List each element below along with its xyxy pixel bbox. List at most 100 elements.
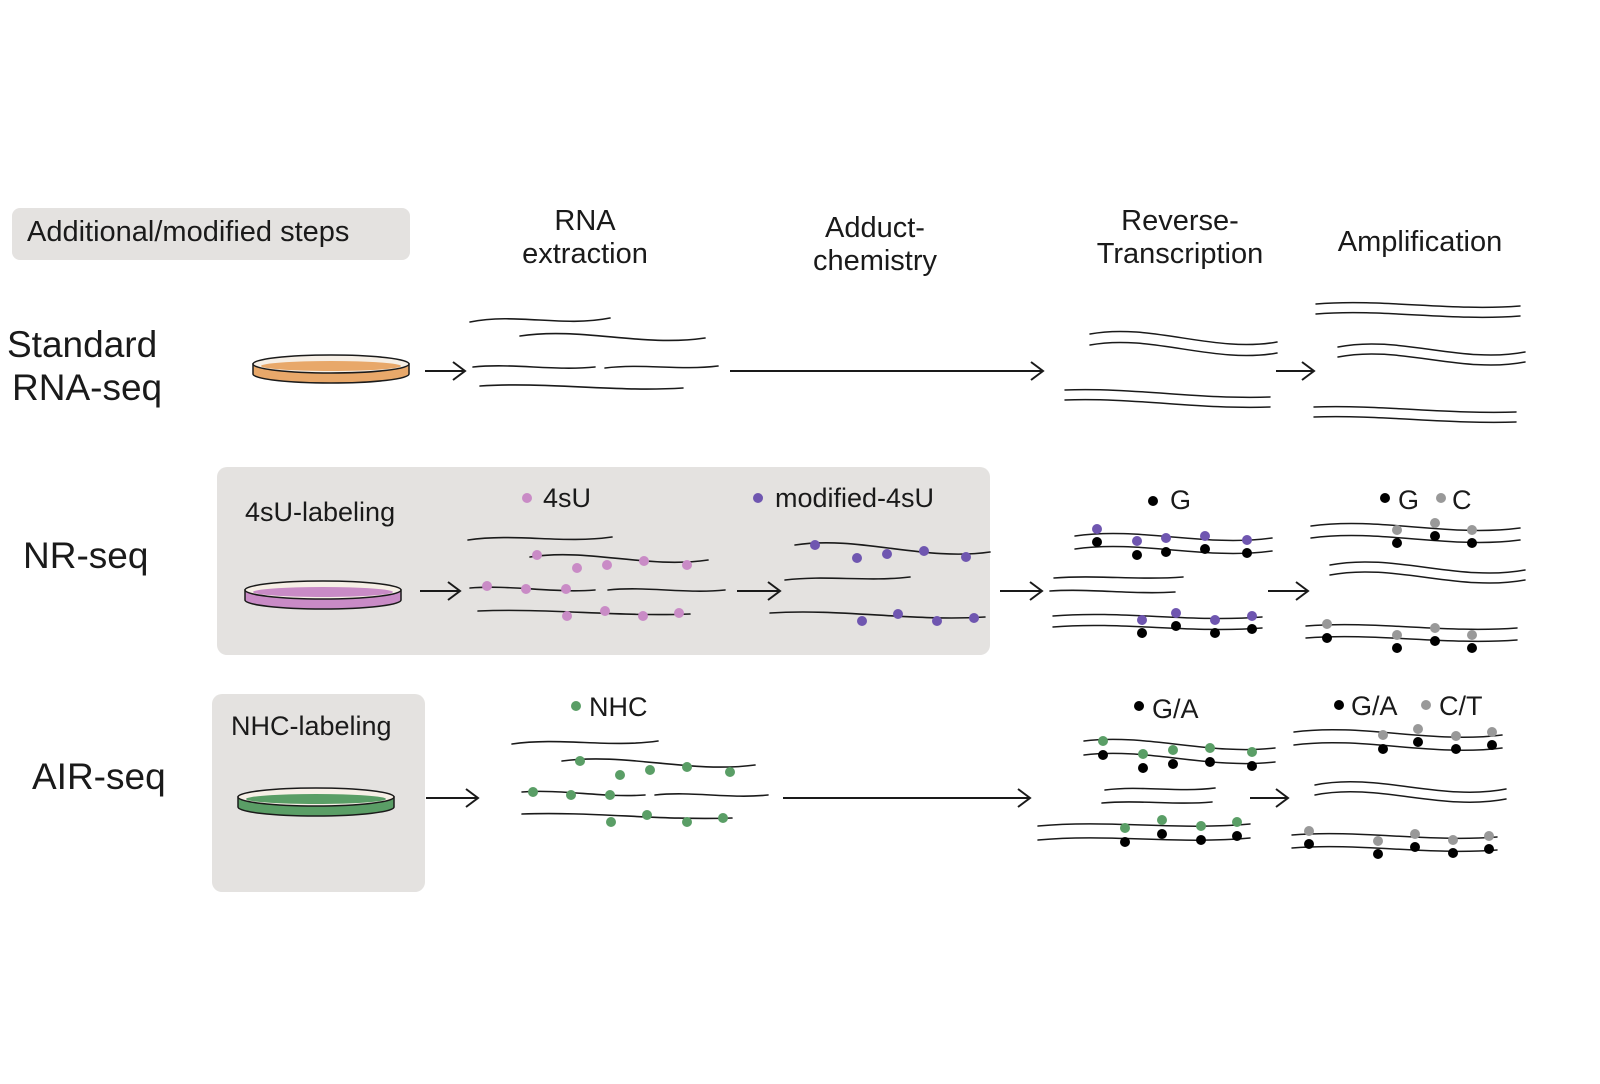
rna-strand <box>521 812 733 820</box>
four-su-dot <box>639 556 649 566</box>
rna-strand <box>654 793 769 797</box>
rna-strand <box>1037 837 1251 841</box>
rna-strand <box>1315 311 1521 319</box>
rna-strand <box>1052 624 1263 631</box>
nhc-dot <box>1232 817 1242 827</box>
rna-strand <box>607 588 726 592</box>
modified-4su-dot <box>852 553 862 563</box>
g-dot <box>1430 636 1440 646</box>
step-header-adduct-chemistry: Adduct- chemistry <box>800 212 950 279</box>
row-label-line1: Standard <box>7 324 158 365</box>
c-dot <box>1430 518 1440 528</box>
ct-dot <box>1487 727 1497 737</box>
rna-strand <box>1310 522 1521 532</box>
nhc-dot <box>566 790 576 800</box>
four-su-dot <box>638 611 648 621</box>
c-dot <box>1392 630 1402 640</box>
nhc-dot <box>718 813 728 823</box>
modified-4su-dot <box>1171 608 1181 618</box>
ga-dot <box>1120 837 1130 847</box>
c-dot <box>1392 525 1402 535</box>
legend-4su-label: 4sU <box>543 483 592 513</box>
nhc-dot <box>528 787 538 797</box>
arrow-head <box>1029 581 1044 601</box>
rna-strand <box>1313 415 1517 424</box>
step-header-amplification: Amplification <box>1325 226 1515 259</box>
ga-dot <box>1378 744 1388 754</box>
legend-nr-amp-c-label: C <box>1452 485 1472 515</box>
rna-strand <box>1337 353 1526 366</box>
modified-4su-dot <box>1137 615 1147 625</box>
rna-strand <box>1037 823 1251 827</box>
nhc-dot <box>642 810 652 820</box>
legend-nr-rt-label: G <box>1170 485 1192 515</box>
rna-strand <box>467 536 613 541</box>
rna-strand <box>1064 398 1271 409</box>
nhc-dot <box>605 790 615 800</box>
g-dot <box>1137 628 1147 638</box>
rna-strand <box>1315 301 1521 309</box>
g-dot <box>1392 643 1402 653</box>
row-label-line2: RNA-seq <box>12 366 163 408</box>
rna-strand <box>1310 534 1521 544</box>
legend-amp-ct-dot <box>1421 700 1431 710</box>
ga-dot <box>1196 835 1206 845</box>
c-dot <box>1467 630 1477 640</box>
row-label-air-seq: AIR-seq <box>32 756 166 797</box>
legend-4su-dot <box>522 493 532 503</box>
legend-nhc-dot <box>571 701 581 711</box>
legend-air-rt-label: G/A <box>1152 694 1199 724</box>
rna-strand <box>561 758 756 768</box>
process-arrows <box>420 361 1316 808</box>
arrow-head <box>1295 581 1310 601</box>
four-su-dot <box>521 584 531 594</box>
four-su-dot <box>674 608 684 618</box>
nhc-dot <box>615 770 625 780</box>
legend-amp-g-dot <box>1380 493 1390 503</box>
legend-modified-4su-label: modified-4sU <box>775 483 935 513</box>
modified-4su-dot <box>1247 611 1257 621</box>
nhc-dot <box>1157 815 1167 825</box>
culture-dishes <box>237 354 410 817</box>
legend-air-amp-ct-label: C/T <box>1439 691 1483 721</box>
arrow-head <box>1030 361 1045 381</box>
rna-strand <box>1104 787 1216 791</box>
nhc-dot <box>1196 821 1206 831</box>
rna-strand <box>521 790 646 797</box>
g-dot <box>1132 550 1142 560</box>
four-su-dot <box>602 560 612 570</box>
ct-dot <box>1373 836 1383 846</box>
rna-strand <box>1329 571 1526 584</box>
rna-strand <box>1293 728 1503 739</box>
modified-4su-dot <box>882 549 892 559</box>
nhc-dot <box>1138 749 1148 759</box>
air-box-label: NHC-labeling <box>231 711 392 741</box>
g-dot <box>1322 633 1332 643</box>
nhc-dot <box>575 756 585 766</box>
legend-label: Additional/modified steps <box>27 216 350 248</box>
four-su-dot <box>572 563 582 573</box>
g-dot <box>1247 624 1257 634</box>
modified-4su-dot <box>919 546 929 556</box>
legend-amp-ga-dot <box>1334 700 1344 710</box>
ct-dot <box>1378 730 1388 740</box>
legend-nhc-label: NHC <box>589 692 648 722</box>
ct-dot <box>1484 831 1494 841</box>
modified-4su-dot <box>969 613 979 623</box>
ct-dot <box>1410 829 1420 839</box>
modified-4su-dot <box>1092 524 1102 534</box>
rna-strand <box>604 365 719 369</box>
step-header-rna-extraction: RNA extraction <box>510 205 660 272</box>
legend-chip <box>12 208 410 260</box>
row-label-standard: Standard RNA-seq <box>7 324 162 409</box>
modified-4su-dot <box>893 609 903 619</box>
rna-strand <box>1101 801 1213 804</box>
ga-dot <box>1410 842 1420 852</box>
ga-dot <box>1413 737 1423 747</box>
g-dot <box>1161 547 1171 557</box>
c-dot <box>1430 623 1440 633</box>
nhc-dot <box>1120 823 1130 833</box>
modified-4su-dot <box>1132 536 1142 546</box>
nhc-dot <box>1168 745 1178 755</box>
nr-box-label: 4sU-labeling <box>245 497 396 527</box>
